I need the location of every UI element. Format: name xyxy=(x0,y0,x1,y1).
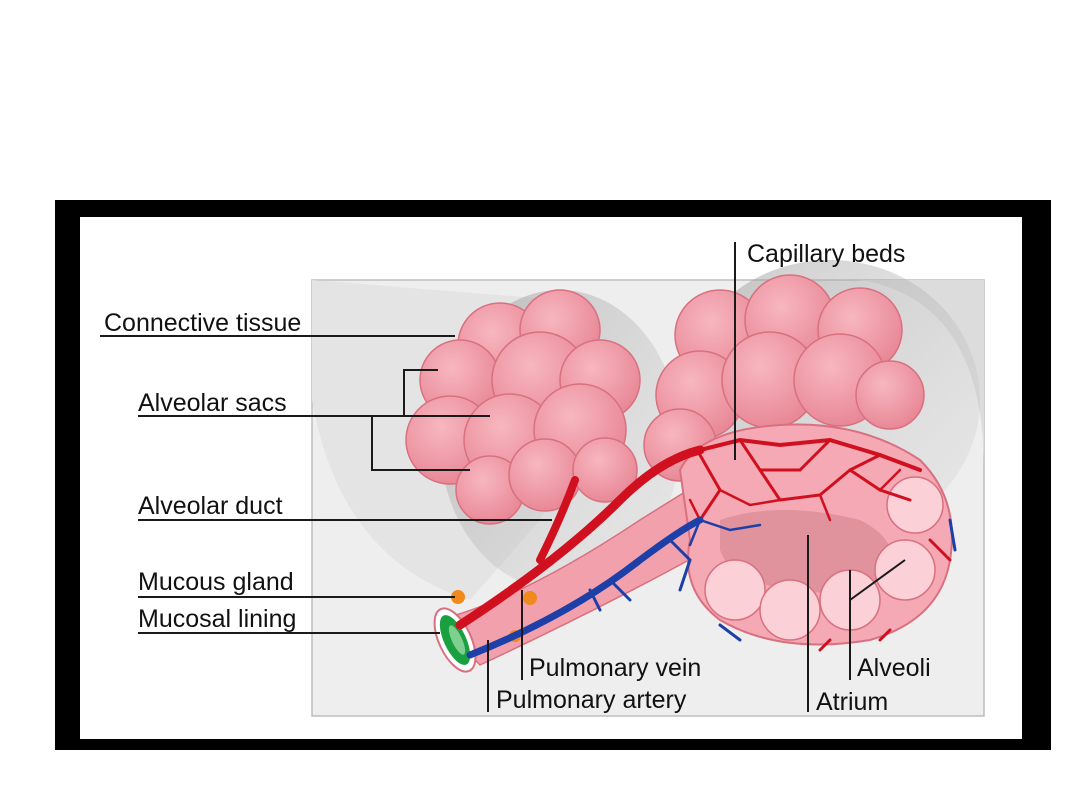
mucous-gland-left xyxy=(451,590,465,604)
label-capillary-beds: Capillary beds xyxy=(747,240,905,268)
label-pulmonary-vein: Pulmonary vein xyxy=(529,654,701,682)
left-alveolar-sac-cluster xyxy=(405,289,641,525)
mucous-gland-mid xyxy=(523,591,537,605)
label-mucosal-lining: Mucosal lining xyxy=(138,605,296,633)
label-alveoli: Alveoli xyxy=(857,654,931,682)
label-alveolar-sacs: Alveolar sacs xyxy=(138,389,287,417)
pulmonary-artery-vessels xyxy=(466,516,957,659)
leader-lines xyxy=(100,242,906,712)
right-alveolar-sac-cluster xyxy=(643,274,925,482)
label-alveolar-duct: Alveolar duct xyxy=(138,492,283,520)
label-connective-tissue: Connective tissue xyxy=(104,309,301,337)
label-pulmonary-artery: Pulmonary artery xyxy=(496,686,687,714)
terminal-alveolar-cluster xyxy=(678,423,953,646)
label-mucous-gland: Mucous gland xyxy=(138,568,294,596)
label-atrium: Atrium xyxy=(816,688,888,716)
pulmonary-vein-vessels xyxy=(455,437,952,652)
